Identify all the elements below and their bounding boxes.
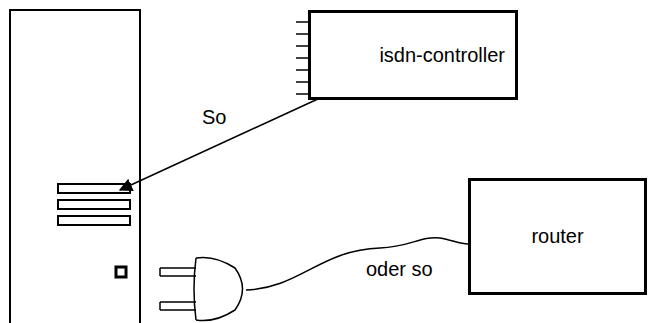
slot [58, 216, 130, 225]
device-box: isdn-controller [308, 10, 518, 100]
tower-outline [10, 10, 140, 323]
pin [296, 81, 308, 83]
pin [296, 21, 308, 23]
pc-tower [10, 10, 140, 323]
pin [296, 93, 308, 95]
pin [296, 33, 308, 35]
pin [296, 45, 308, 47]
caption-label: oder so [364, 258, 435, 281]
device-name: isdn-controller [379, 44, 505, 67]
slot [58, 200, 130, 209]
plug-prongs [160, 268, 196, 310]
insert-arrow [120, 98, 320, 190]
controller-pins [296, 22, 308, 94]
device-box: router [468, 178, 647, 295]
slot [58, 184, 130, 193]
plug-body [194, 257, 243, 320]
cable [246, 238, 468, 290]
device-name: router [531, 225, 583, 248]
pin [296, 57, 308, 59]
pin [296, 69, 308, 71]
caption-label: So [200, 106, 228, 129]
power-plug [160, 257, 243, 320]
power-button [116, 267, 126, 277]
